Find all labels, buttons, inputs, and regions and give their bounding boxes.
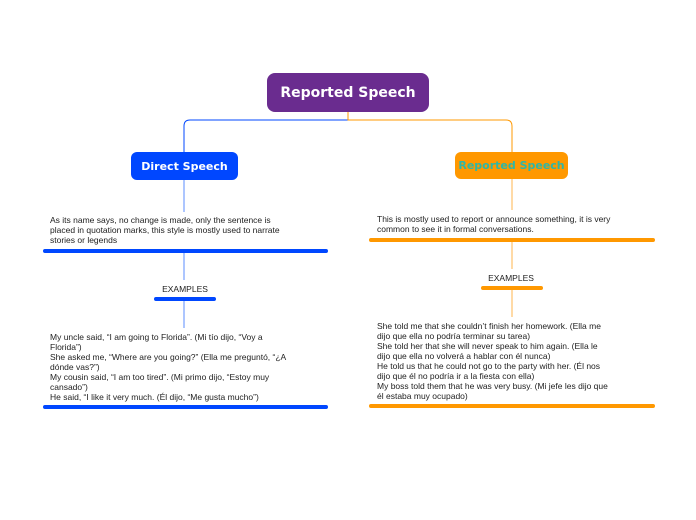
root-topic-node[interactable]: Reported Speech (267, 73, 429, 112)
example-line: He told us that he could not go to the p… (377, 361, 601, 371)
reported-examples-underline (369, 404, 655, 408)
example-line: dónde vas?”) (50, 362, 100, 372)
example-line: cansado”) (50, 382, 88, 392)
example-line: dijo que él no podría ir a la fiesta con… (377, 371, 535, 381)
example-line: My cousin said, “I am too tired”. (Mi pr… (50, 372, 270, 382)
example-line: She asked me, “Where are you going?” (El… (50, 352, 287, 362)
direct-speech-examples[interactable]: My uncle said, “I am going to Florida”. … (50, 332, 322, 402)
example-line: dijo que ella no volverá a hablar con él… (377, 351, 551, 361)
description-line: As its name says, no change is made, onl… (50, 215, 271, 225)
reported-examples-label-underline (481, 286, 543, 290)
direct-speech-node[interactable]: Direct Speech (131, 152, 238, 180)
description-line: stories or legends (50, 235, 118, 245)
direct-examples-underline (43, 405, 328, 409)
reported-examples-label[interactable]: EXAMPLES (488, 273, 534, 283)
example-line: She told her that she will never speak t… (377, 341, 598, 351)
example-line: dijo que ella no podría terminar su tare… (377, 331, 531, 341)
reported-speech-node[interactable]: Reported Speech (455, 152, 568, 179)
description-line: This is mostly used to report or announc… (377, 214, 611, 224)
connector-root-direct (183, 112, 349, 152)
direct-speech-description[interactable]: As its name says, no change is made, onl… (50, 215, 328, 245)
direct-description-underline (43, 249, 328, 253)
reported-description-underline (369, 238, 655, 242)
direct-examples-label-underline (154, 297, 216, 301)
description-line: placed in quotation marks, this style is… (50, 225, 280, 235)
example-line: My uncle said, “I am going to Florida”. … (50, 332, 263, 342)
direct-examples-label[interactable]: EXAMPLES (162, 284, 208, 294)
reported-speech-description[interactable]: This is mostly used to report or announc… (377, 214, 653, 234)
example-line: She told me that she couldn’t finish her… (377, 321, 601, 331)
description-line: common to see it in formal conversations… (377, 224, 534, 234)
example-line: él estaba muy ocupado) (377, 391, 468, 401)
example-line: He said, “I like it very much. (Él dijo,… (50, 392, 259, 402)
connector-root-reported (347, 112, 513, 152)
reported-speech-examples[interactable]: She told me that she couldn’t finish her… (377, 321, 653, 401)
example-line: My boss told them that he was very busy.… (377, 381, 608, 391)
example-line: Florida”) (50, 342, 82, 352)
